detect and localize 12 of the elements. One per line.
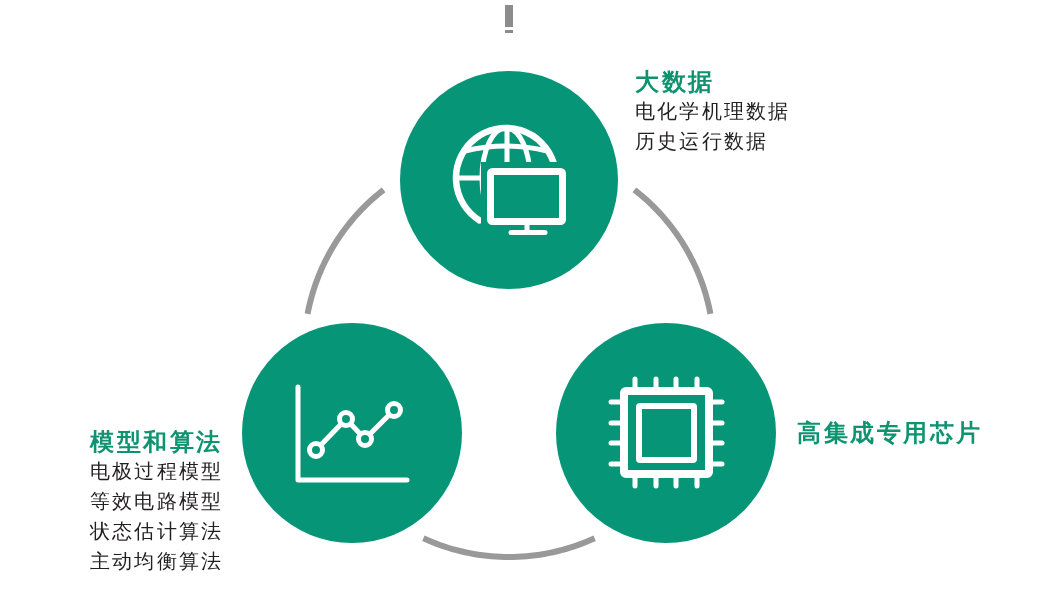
connector-arc	[304, 187, 386, 315]
category-heading: 模型和算法	[90, 427, 223, 457]
list-item: 等效电路模型	[90, 489, 224, 515]
connector-arc	[422, 535, 596, 560]
category-heading: 高集成专用芯片	[797, 418, 983, 448]
list-item: 状态估计算法	[90, 519, 224, 545]
list-item: 电化学机理数据	[635, 99, 791, 125]
connector-arc	[632, 187, 714, 315]
category-heading: 大数据	[635, 67, 715, 97]
list-item: 主动均衡算法	[90, 549, 224, 575]
list-item: 电极过程模型	[90, 459, 224, 485]
list-item: 历史运行数据	[635, 129, 769, 155]
